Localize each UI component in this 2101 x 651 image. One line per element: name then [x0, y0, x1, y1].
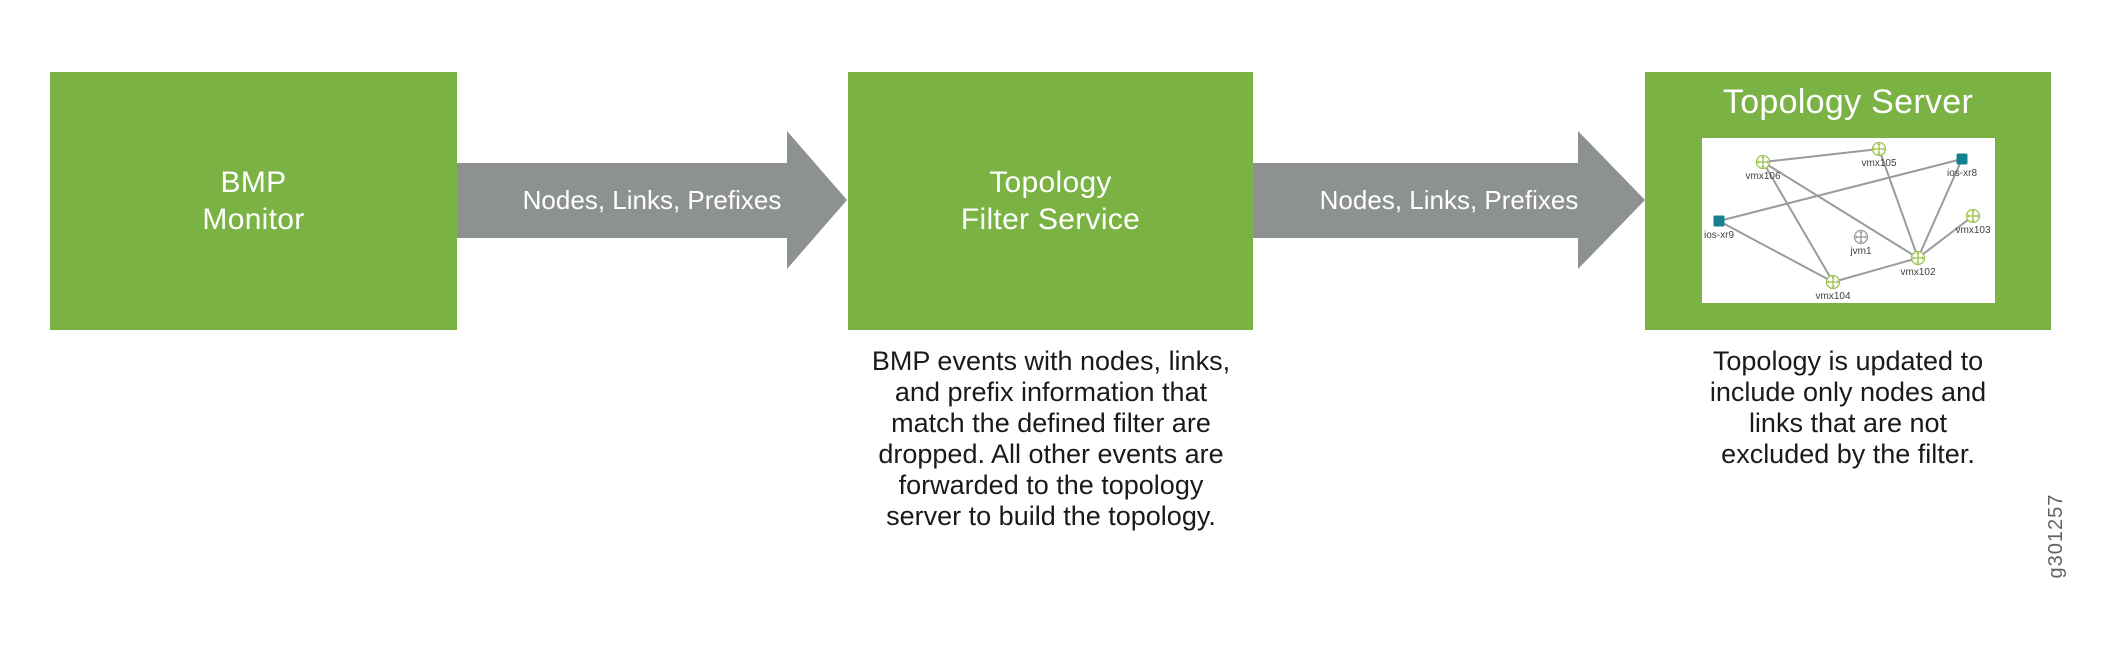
topology-svg: vmx106 vmx105 ios-xr8 ios-xr9 vmx103 jvm1 vmx1… [1704, 141, 1991, 302]
topology-node-label: vmx106 [1745, 171, 1780, 182]
topology-link-vmx105-vmx102 [1878, 148, 1919, 259]
flow-arrow-2-label: Nodes, Links, Prefixes [1319, 185, 1579, 215]
topology-node-vmx105: vmx105 [1861, 141, 1897, 169]
box-bmp-monitor: BMP Monitor [50, 72, 457, 330]
topology-link-vmx106-vmx105 [1762, 148, 1880, 163]
arrow-right-icon [1578, 131, 1645, 269]
topology-node-vmx106: vmx106 [1745, 154, 1781, 182]
topology-node-label: jvm1 [1849, 246, 1872, 257]
bmp-monitor-label: BMP Monitor [202, 166, 305, 236]
topology-node-ios-xr9: ios-xr9 [1704, 215, 1734, 241]
figure-id: g301257 [2045, 493, 2067, 579]
topology-node-vmx103: vmx103 [1955, 208, 1991, 236]
topology-node-label: ios-xr8 [1947, 168, 1977, 179]
flow-arrow-1: Nodes, Links, Prefixes [457, 131, 847, 269]
topology-link-vmx106-vmx102 [1762, 161, 1919, 259]
topology-node-vmx104: vmx104 [1815, 274, 1851, 302]
box-topology-server: Topology Server vmx106 vmx105 ios-xr8 ios-x… [1645, 72, 2051, 330]
topology-link-vmx104-vmx102 [1832, 257, 1919, 283]
arrow-shaft [1253, 163, 1578, 238]
topology-node-jvm1: jvm1 [1849, 229, 1872, 257]
topology-node-label: vmx105 [1861, 158, 1896, 169]
topology-node-label: ios-xr9 [1704, 230, 1734, 241]
topology-node-label: vmx102 [1900, 267, 1935, 278]
caption-filter-service: BMP events with nodes, links, and prefix… [871, 346, 1231, 531]
topology-link-ios-xr9-vmx104 [1718, 220, 1834, 283]
flow-arrow-1-label: Nodes, Links, Prefixes [522, 185, 782, 215]
topology-link-vmx106-vmx104 [1762, 161, 1834, 283]
arrow-right-icon [787, 131, 847, 269]
topology-link-ios-xr8-vmx102 [1917, 158, 1963, 259]
box-topology-filter-service: Topology Filter Service [848, 72, 1253, 330]
topology-node-vmx102: vmx102 [1900, 250, 1936, 278]
topology-server-title: Topology Server [1722, 83, 1974, 121]
topology-node-ios-xr8: ios-xr8 [1947, 153, 1977, 179]
topology-link-ios-xr9-ios-xr8 [1718, 158, 1963, 222]
caption-topology-server: Topology is updated to include only node… [1709, 346, 1987, 469]
topology-panel: vmx106 vmx105 ios-xr8 ios-xr9 vmx103 jvm1 vmx1… [1702, 138, 1995, 303]
topology-node-label: vmx103 [1955, 225, 1990, 236]
flow-arrow-2: Nodes, Links, Prefixes [1253, 131, 1645, 269]
topology-link-vmx103-vmx102 [1917, 215, 1974, 259]
topology-node-label: vmx104 [1815, 291, 1850, 302]
arrow-shaft [457, 163, 787, 238]
topology-filter-service-label: Topology Filter Service [960, 166, 1141, 236]
